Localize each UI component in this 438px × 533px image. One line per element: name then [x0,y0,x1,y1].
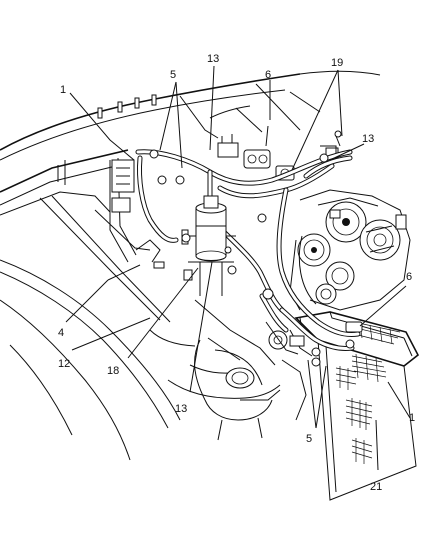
callout-6-right: 6 [406,271,412,283]
callout-13-bottom: 13 [175,403,187,415]
refrigerant-lines [135,149,361,351]
callout-13-top: 13 [207,53,219,65]
lower-body [149,299,313,441]
callout-1-top: 1 [60,84,66,96]
callout-labels: 1 5 13 6 19 13 6 1 4 12 18 13 5 21 [58,53,415,493]
fender-structure [0,149,181,461]
callout-13-right: 13 [362,133,374,145]
leader-lines [65,65,411,471]
upper-fittings [217,125,342,181]
hood-outline [0,70,381,185]
callout-6-top: 6 [265,69,271,81]
callout-12: 12 [58,358,70,370]
callout-1-right: 1 [409,412,415,424]
engine-assembly [289,189,411,311]
callout-4: 4 [58,327,64,339]
callout-19: 19 [331,57,343,69]
callout-5-top: 5 [170,69,176,81]
callout-5-bottom: 5 [306,433,312,445]
callout-21: 21 [370,481,382,493]
callout-18: 18 [107,365,119,377]
lower-fittings [262,288,363,367]
